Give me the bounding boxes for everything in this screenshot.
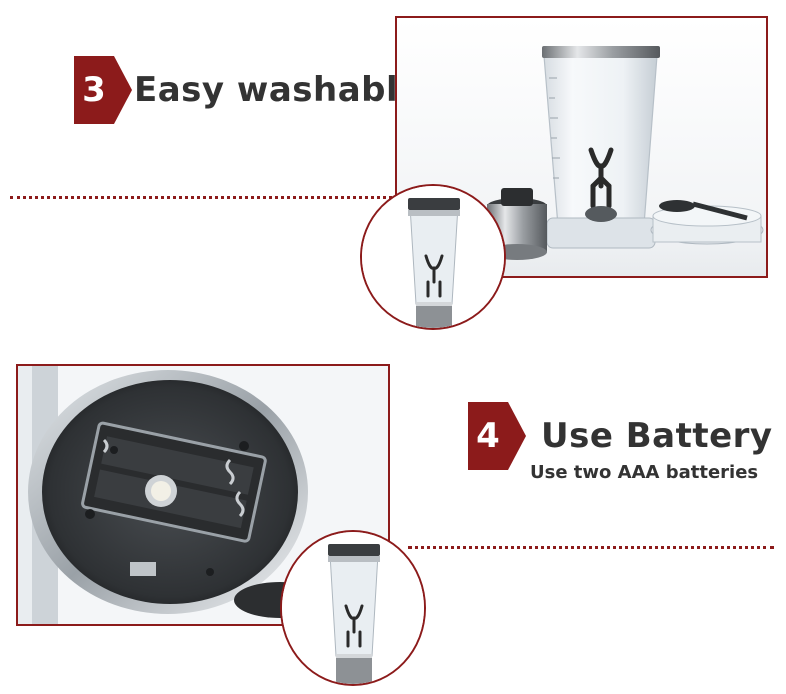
section4-bottle-inset [280, 530, 426, 686]
section3-number: 3 [82, 70, 106, 110]
shaker-bottle-photo [362, 186, 504, 328]
section4-title: Use Battery [541, 416, 773, 456]
badge-arrow-icon-2 [468, 402, 526, 470]
section3-bottle-inset [360, 184, 506, 330]
section4-number: 4 [476, 416, 500, 456]
section4-subtitle: Use two AAA batteries [530, 462, 759, 483]
section3-divider [10, 196, 392, 199]
shaker-bottle-photo-2 [282, 532, 424, 684]
badge-arrow-icon [74, 56, 132, 124]
section3-title: Easy washable [134, 70, 422, 110]
section4-divider [408, 546, 774, 549]
